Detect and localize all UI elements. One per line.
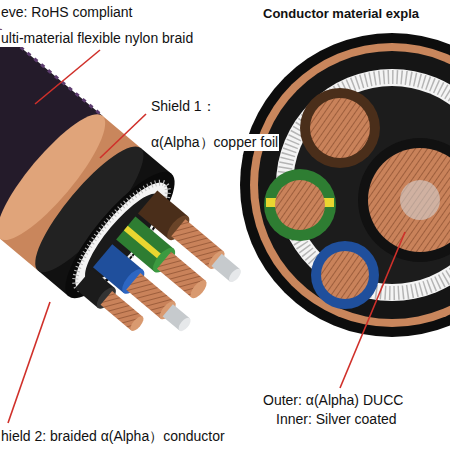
shield-label: hield 2: braided α(Alpha）conductor: [0, 428, 226, 445]
inner-conductor-label: Inner: Silver coated: [275, 411, 398, 428]
shield-label: Shield 1：: [150, 98, 217, 115]
foil-label: α(Alpha）copper foil: [150, 134, 279, 151]
sleeve-label: eve: RoHS compliant: [0, 4, 134, 21]
cable-cross-section: [240, 33, 450, 337]
panel-title: Conductor material expla: [262, 5, 420, 22]
leader-lines: [8, 50, 405, 423]
outer-conductor-label: Outer: α(Alpha) DUCC: [262, 392, 404, 409]
braid-label: ulti-material flexible nylon braid: [0, 30, 194, 47]
cable-side-view: [0, 7, 262, 373]
